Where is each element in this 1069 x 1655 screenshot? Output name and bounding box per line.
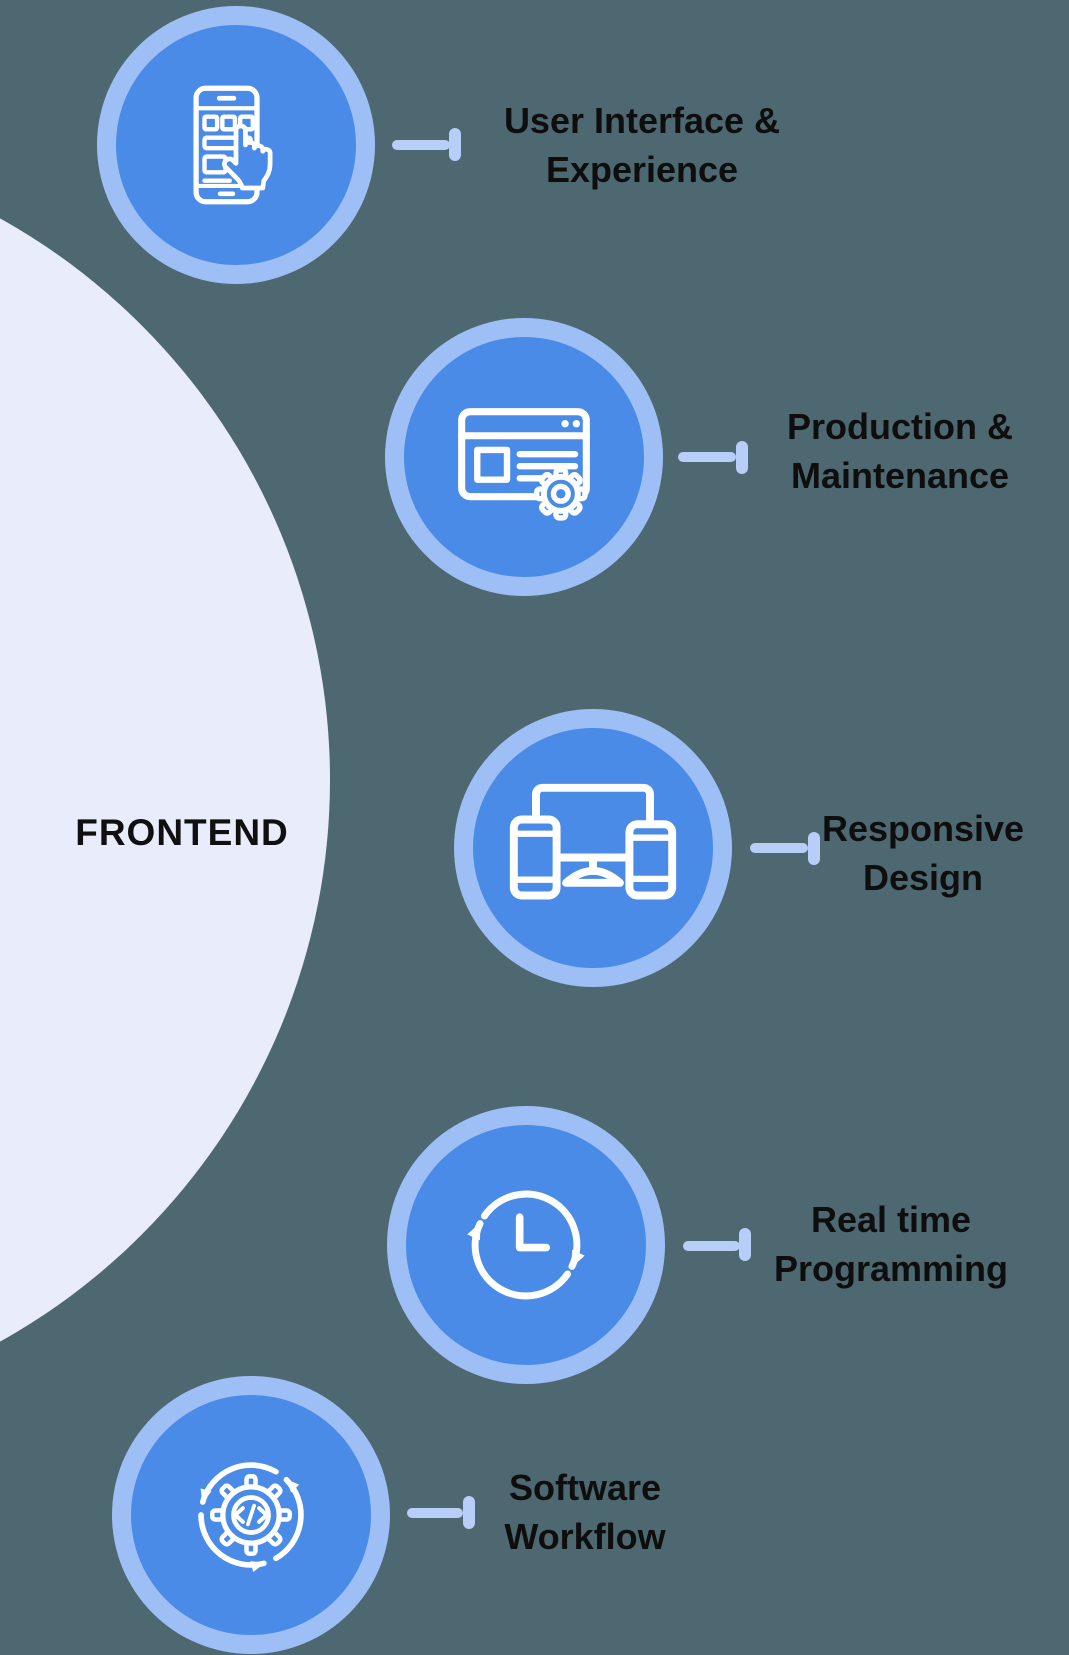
- browser-gear-icon: [458, 408, 590, 521]
- connector-end-bar: [736, 441, 748, 474]
- node-circle: [116, 25, 356, 265]
- label-realtime-programming: Real time Programming: [774, 1195, 1008, 1293]
- label-line-1: Production &: [787, 406, 1013, 447]
- label-line-1: User Interface &: [503, 100, 781, 141]
- node-circle: [131, 1395, 371, 1635]
- node-responsive-design: [454, 709, 732, 987]
- connector-end-bar: [808, 832, 820, 865]
- label-software-workflow: Software Workflow: [504, 1463, 665, 1561]
- connector-line: [392, 140, 450, 150]
- frontend-bubble: [0, 137, 330, 1423]
- node-circle: [406, 1125, 646, 1365]
- connector-end-bar: [739, 1228, 751, 1261]
- label-user-interface-experience: User Interface & Experience: [504, 96, 780, 194]
- label-line-2: Maintenance: [790, 455, 1010, 496]
- node-user-interface-experience: [97, 6, 375, 284]
- label-production-maintenance: Production & Maintenance: [787, 402, 1013, 500]
- gear-code-cycle-icon: [176, 1440, 326, 1590]
- label-line-2: Design: [862, 857, 984, 898]
- label-line-1: Real time: [810, 1199, 972, 1240]
- connector-line: [750, 843, 808, 853]
- label-line-1: Software: [508, 1467, 662, 1508]
- label-line-2: Programming: [773, 1248, 1009, 1289]
- node-circle: [404, 337, 644, 577]
- frontend-title: FRONTEND: [75, 812, 289, 853]
- clock-sync-icon: [467, 1190, 585, 1300]
- node-software-workflow: [112, 1376, 390, 1654]
- node-realtime-programming: [387, 1106, 665, 1384]
- label-line-1: Responsive: [821, 808, 1025, 849]
- connector-line: [678, 452, 736, 462]
- mobile-ui-touch-icon: [193, 85, 273, 205]
- node-circle: [473, 728, 713, 968]
- connector-line: [407, 1508, 463, 1518]
- label-responsive-design: Responsive Design: [822, 804, 1024, 902]
- label-line-2: Experience: [545, 149, 739, 190]
- connector-line: [683, 1241, 740, 1251]
- label-line-2: Workflow: [504, 1516, 666, 1557]
- connector-end-bar: [449, 128, 461, 161]
- responsive-devices-icon: [509, 783, 677, 900]
- connector-end-bar: [463, 1496, 475, 1529]
- node-production-maintenance: [385, 318, 663, 596]
